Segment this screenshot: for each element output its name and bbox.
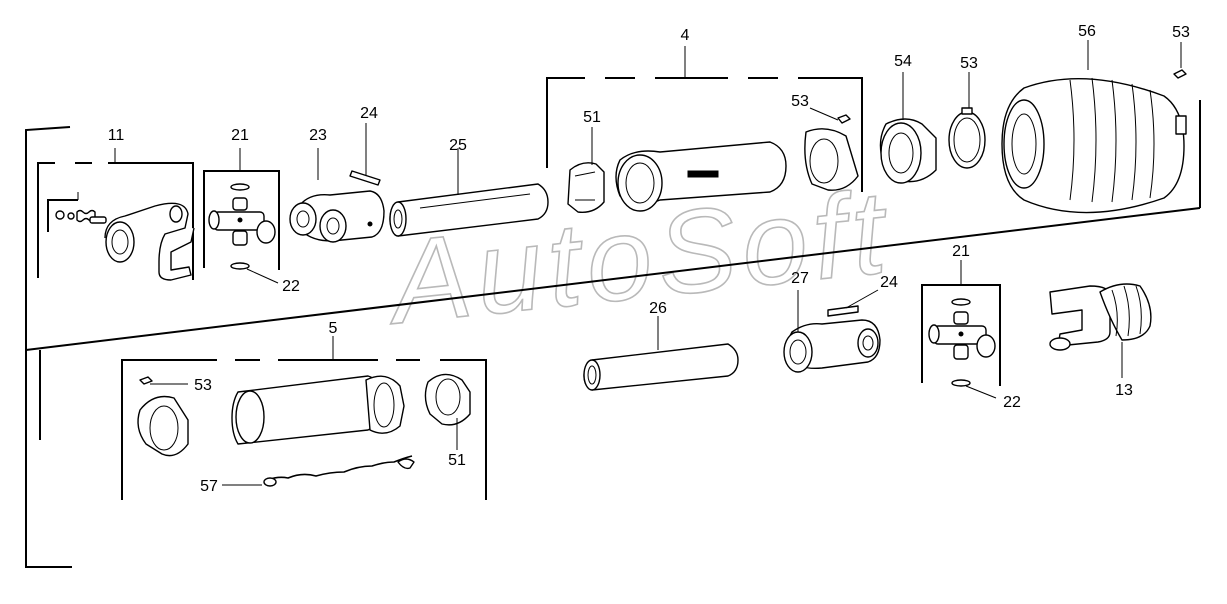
label-23: 23 xyxy=(309,127,327,144)
label-54: 54 xyxy=(894,53,912,70)
tractor-yoke-13 xyxy=(1049,283,1152,378)
label-21-upper: 21 xyxy=(231,127,249,144)
universal-joint-cross-icon xyxy=(208,183,276,270)
guard-cone-icon xyxy=(567,107,859,213)
safety-chain-icon xyxy=(222,455,415,487)
label-13: 13 xyxy=(1115,382,1133,399)
group-5-bracket xyxy=(121,336,487,500)
universal-joint-cross-lower xyxy=(928,298,996,387)
label-26: 26 xyxy=(649,300,667,317)
label-22-lower: 22 xyxy=(1003,394,1021,411)
label-24-upper: 24 xyxy=(360,105,378,122)
label-5: 5 xyxy=(329,320,338,337)
label-53-group-4: 53 xyxy=(791,93,809,110)
group-11-bracket xyxy=(37,148,194,280)
label-53-group-5: 53 xyxy=(194,377,212,394)
label-21-lower: 21 xyxy=(952,243,970,260)
inner-yoke-27 xyxy=(783,290,881,373)
tractor-yoke-icon xyxy=(104,202,195,281)
leader-22-upper xyxy=(246,268,279,284)
outer-frame xyxy=(25,100,1201,568)
grease-fitting-parts xyxy=(55,209,107,224)
label-22-upper: 22 xyxy=(282,278,300,295)
inner-yoke-23 xyxy=(289,148,385,243)
label-27: 27 xyxy=(791,270,809,287)
bearing-ring-54 xyxy=(879,72,937,184)
screw-53-top-right xyxy=(1173,42,1187,79)
spring-pin-24-lower xyxy=(827,289,879,317)
label-57: 57 xyxy=(200,478,218,495)
label-24-lower: 24 xyxy=(880,274,898,291)
profile-tube-26 xyxy=(583,316,739,391)
label-51-upper: 51 xyxy=(583,109,601,126)
label-53-clamp: 53 xyxy=(960,55,978,72)
outer-guard-cone xyxy=(137,375,405,457)
group-4-bracket xyxy=(546,46,863,192)
screw-53-group-5 xyxy=(139,376,188,385)
profile-tube-icon xyxy=(389,148,549,237)
label-4: 4 xyxy=(681,27,690,44)
group-21-upper-bracket xyxy=(203,148,280,270)
spring-pin-24-upper xyxy=(349,123,381,186)
label-25: 25 xyxy=(449,137,467,154)
label-11: 11 xyxy=(108,127,125,144)
bellows-icon xyxy=(1001,40,1187,214)
group-21-lower-bracket xyxy=(921,260,1001,386)
leader-22-lower xyxy=(965,385,997,399)
label-51-lower: 51 xyxy=(448,452,466,469)
label-56: 56 xyxy=(1078,23,1096,40)
hose-clamp-53 xyxy=(948,72,986,169)
label-53-screw: 53 xyxy=(1172,24,1190,41)
guard-ring-51-lower xyxy=(424,373,471,450)
